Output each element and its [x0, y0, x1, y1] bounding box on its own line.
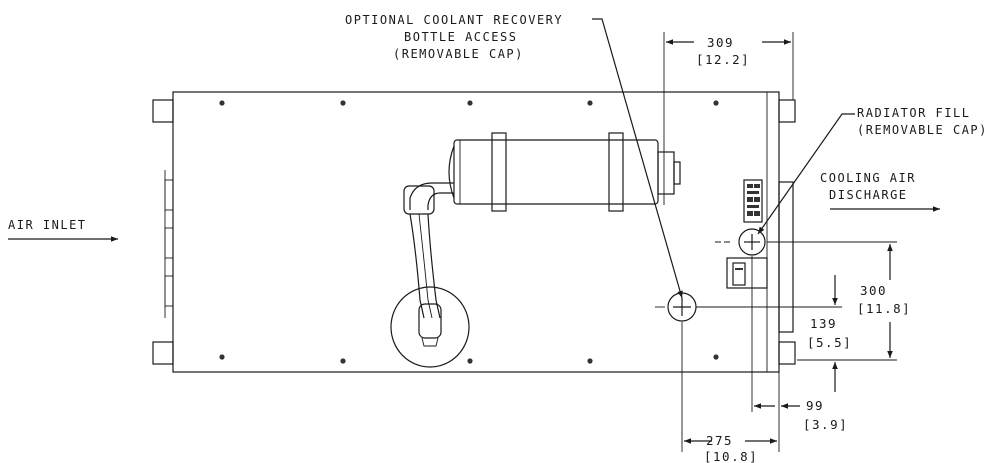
dim-139-mm: 139 — [810, 316, 837, 331]
coolant-recovery-callout: OPTIONAL COOLANT RECOVERY BOTTLE ACCESS … — [345, 13, 683, 299]
coolant-recovery-label-2: BOTTLE ACCESS — [404, 30, 517, 44]
dim-309-mm: 309 — [707, 35, 734, 50]
coolant-recovery-label-1: OPTIONAL COOLANT RECOVERY — [345, 13, 563, 27]
dim-275-in: [10.8] — [704, 449, 758, 463]
mounting-holes — [219, 100, 719, 364]
dim-300-mm: 300 — [860, 283, 887, 298]
air-inlet-callout: AIR INLET — [8, 218, 118, 242]
radiator-fill-cap — [715, 228, 766, 256]
cooling-air-label-2: DISCHARGE — [829, 188, 908, 202]
dimension-275: 275 [10.8] — [681, 322, 777, 463]
dimension-309: 309 [12.2] — [663, 32, 794, 205]
radiator-fill-label-2: (REMOVABLE CAP) — [857, 123, 988, 137]
air-inlet-label: AIR INLET — [8, 218, 87, 232]
dimension-139: 139 [5.5] — [696, 275, 852, 392]
switch-box — [726, 257, 768, 289]
coolant-recovery-cap — [655, 292, 697, 322]
radiator-fill-label-1: RADIATOR FILL — [857, 106, 970, 120]
hose — [403, 182, 454, 319]
dimension-99: 99 [3.9] — [751, 256, 848, 452]
decal-panel — [743, 179, 763, 223]
dim-139-in: [5.5] — [807, 335, 852, 350]
dim-300-in: [11.8] — [857, 301, 911, 316]
coolant-recovery-label-3: (REMOVABLE CAP) — [393, 47, 524, 61]
cooling-air-callout: COOLING AIR DISCHARGE — [820, 171, 940, 212]
dim-99-in: [3.9] — [803, 417, 848, 432]
dim-99-mm: 99 — [806, 398, 824, 413]
dim-309-in: [12.2] — [696, 52, 750, 67]
dim-275-mm: 275 — [706, 433, 733, 448]
air-cleaner-fitting — [390, 286, 470, 368]
cooling-air-label-1: COOLING AIR — [820, 171, 916, 185]
enclosure — [152, 91, 796, 373]
muffler — [448, 132, 681, 212]
radiator-fill-callout: RADIATOR FILL (REMOVABLE CAP) — [757, 106, 988, 235]
dimension-300: 300 [11.8] — [767, 241, 911, 361]
